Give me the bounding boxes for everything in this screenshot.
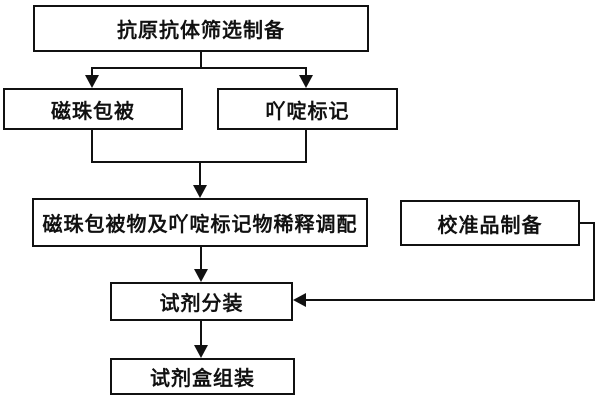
connector-dispensing-down bbox=[200, 321, 202, 346]
connector-screening-split-bar bbox=[91, 67, 307, 69]
connector-calibrator-out bbox=[580, 222, 595, 224]
node-magnetic-bead-coating: 磁珠包被 bbox=[3, 88, 183, 130]
arrowhead-to-assembly bbox=[194, 345, 208, 358]
connector-merge-stem bbox=[199, 161, 201, 186]
node-label: 吖啶标记 bbox=[265, 100, 350, 123]
node-reagent-dispensing: 试剂分装 bbox=[110, 282, 293, 321]
node-acridine-labeling: 吖啶标记 bbox=[217, 88, 398, 130]
node-dilution-preparation: 磁珠包被物及吖啶标记物稀释调配 bbox=[32, 198, 368, 247]
node-calibrator-preparation: 校准品制备 bbox=[400, 200, 580, 246]
arrowhead-to-acridine bbox=[299, 75, 313, 88]
connector-screening-stem bbox=[200, 52, 202, 69]
connector-to-bead-coating bbox=[91, 67, 93, 77]
connector-acridine-down bbox=[305, 130, 307, 163]
arrowhead-to-dilution bbox=[193, 185, 207, 198]
node-label: 试剂盒组装 bbox=[150, 368, 255, 390]
node-label: 校准品制备 bbox=[437, 214, 543, 237]
connector-calibrator-down bbox=[593, 222, 595, 299]
arrowhead-to-dispensing bbox=[194, 269, 208, 282]
connector-bead-coating-down bbox=[91, 130, 93, 163]
node-label: 试剂分装 bbox=[159, 293, 244, 315]
node-antigen-antibody-screening: 抗原抗体筛选制备 bbox=[33, 5, 369, 52]
arrowhead-calibrator-to-dispensing bbox=[293, 293, 306, 307]
connector-calibrator-across bbox=[304, 299, 595, 301]
arrowhead-to-bead-coating bbox=[85, 75, 99, 88]
connector-dilution-down bbox=[200, 247, 202, 270]
connector-to-acridine bbox=[305, 67, 307, 77]
node-label: 磁珠包被物及吖啶标记物稀释调配 bbox=[42, 214, 358, 236]
node-label: 磁珠包被 bbox=[51, 100, 135, 123]
node-label: 抗原抗体筛选制备 bbox=[117, 20, 285, 42]
node-kit-assembly: 试剂盒组装 bbox=[110, 358, 295, 395]
